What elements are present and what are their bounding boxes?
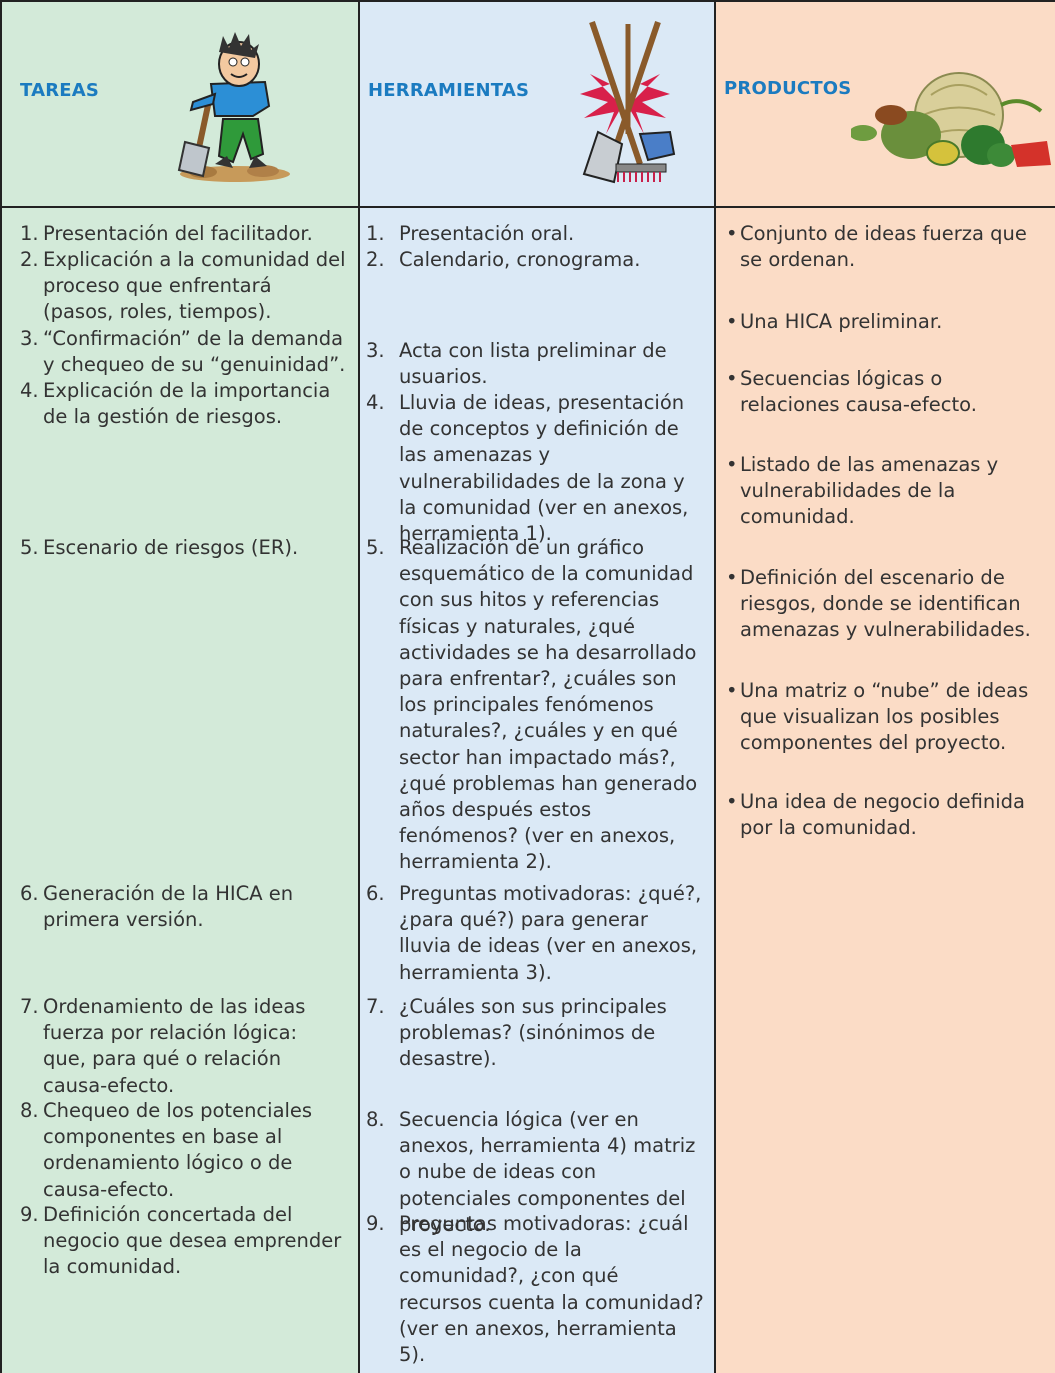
header-divider	[0, 206, 1055, 208]
herramientas-column: HERRAMIENTAS	[360, 0, 716, 1373]
herramientas-header: HERRAMIENTAS	[368, 80, 530, 101]
tareas-column: TAREAS	[0, 0, 360, 1373]
productos-header: PRODUCTOS	[724, 78, 852, 99]
table-border-top	[0, 0, 1055, 2]
column-divider	[358, 0, 360, 1373]
vegetables-icon	[851, 72, 1051, 167]
productos-column: PRODUCTOS	[716, 0, 1055, 1373]
garden-tools-icon	[580, 21, 676, 184]
farmer-with-shovel-icon	[177, 32, 290, 182]
tareas-header: TAREAS	[20, 80, 100, 101]
table-border-left	[0, 0, 2, 1373]
column-divider	[714, 0, 716, 1373]
